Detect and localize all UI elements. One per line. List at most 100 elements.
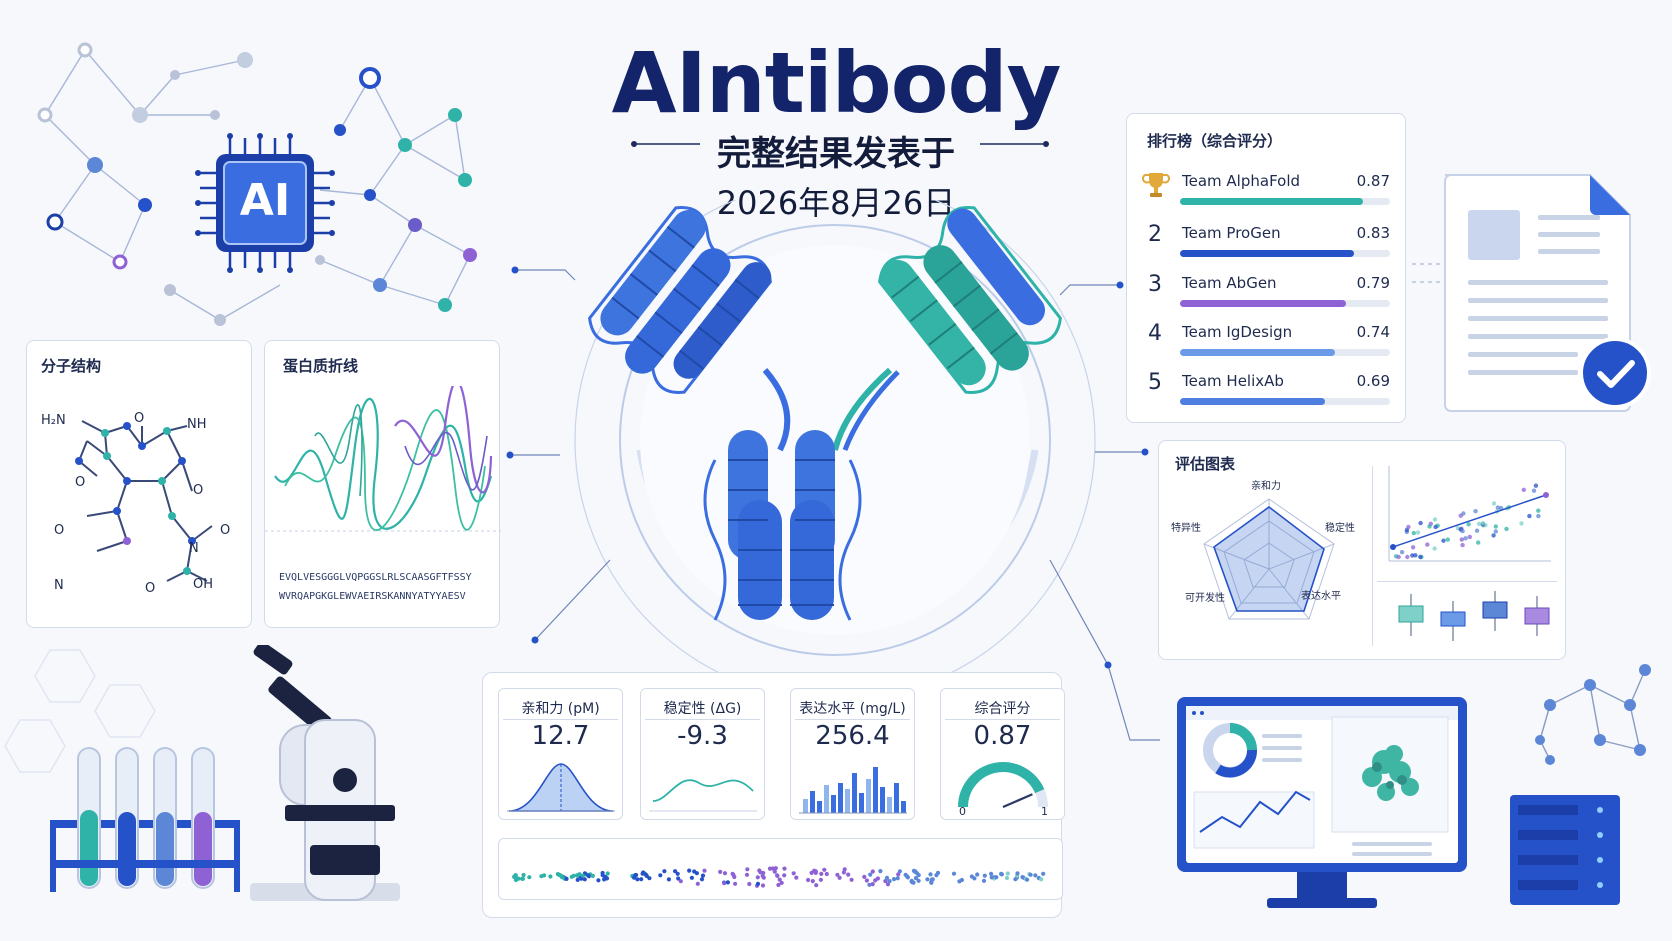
radar-axis-label: 表达水平	[1301, 591, 1341, 602]
protein-sequence-line: EVQLVESGGGLVQPGGSLRLSCAASGFTFSSY	[279, 572, 472, 583]
sample-dot	[868, 872, 873, 877]
sample-dot	[521, 872, 526, 878]
sample-dot	[760, 883, 766, 888]
atom-label: O	[220, 523, 231, 538]
scatter-point	[1396, 554, 1401, 560]
atom-label: N	[189, 541, 199, 556]
scatter-point	[1504, 526, 1509, 532]
sample-dot	[824, 871, 829, 877]
sample-dot	[822, 867, 827, 872]
sample-dot	[887, 879, 892, 884]
team-score: 0.79	[1356, 274, 1390, 292]
radar-axis-label: 稳定性	[1325, 523, 1355, 534]
sample-dot	[675, 871, 680, 876]
test-tube-rack-icon	[50, 747, 240, 892]
sample-dot	[718, 869, 723, 874]
sample-dot	[639, 877, 644, 882]
metric-separator	[645, 719, 760, 720]
leaderboard-row[interactable]: 5 Team HelixAb 0.69	[1140, 370, 1390, 416]
histogram-bar	[845, 789, 850, 813]
sample-dot	[925, 877, 930, 882]
sample-dot	[1041, 871, 1046, 876]
leaderboard-row[interactable]: Team AlphaFold 0.87	[1140, 170, 1390, 216]
monitor-dashboard-icon	[1177, 697, 1467, 908]
sample-dot	[794, 875, 799, 880]
team-name: Team AbGen	[1182, 274, 1277, 292]
sample-dot	[846, 872, 851, 877]
sample-dot	[1033, 873, 1038, 878]
metric-value: 12.7	[531, 721, 590, 751]
sample-dot	[761, 870, 766, 876]
scatter-point	[1521, 487, 1526, 492]
publish-date: 2026年8月26日	[716, 184, 956, 222]
sample-dot	[731, 872, 736, 878]
scatter-point	[1459, 537, 1464, 542]
atom-label: O	[145, 581, 156, 596]
scatter-point	[1474, 528, 1480, 533]
leaderboard-row[interactable]: 4 Team IgDesign 0.74	[1140, 321, 1390, 367]
sample-dot	[666, 877, 671, 882]
scatter-point	[1460, 528, 1465, 534]
scatter-point	[1413, 553, 1418, 558]
energy-curve-icon	[649, 779, 757, 812]
rank-number: 3	[1148, 272, 1162, 297]
ai-chip-label: AI	[239, 175, 291, 226]
scatter-point	[1425, 542, 1430, 547]
hexagon-pattern	[4, 649, 156, 773]
page-subtitle: 完整结果发表于	[717, 134, 955, 174]
sample-dot	[989, 871, 994, 876]
sample-dot	[647, 876, 652, 881]
scatter-point	[1473, 509, 1478, 514]
sample-dot	[777, 877, 782, 882]
microscope-icon	[250, 645, 400, 901]
leaderboard-row[interactable]: 2 Team ProGen 0.83	[1140, 222, 1390, 268]
sample-dot	[767, 866, 773, 871]
network-graph-left	[37, 42, 477, 326]
scatter-point	[1493, 524, 1498, 529]
molecule-structure-diagram	[75, 420, 213, 582]
scatter-point	[1418, 520, 1423, 526]
scatter-point	[1491, 501, 1497, 506]
team-name: Team HelixAb	[1182, 372, 1284, 390]
sample-dot	[673, 869, 678, 874]
sample-dot	[1039, 877, 1044, 882]
histogram-bar	[859, 793, 864, 813]
histogram-bar	[873, 767, 878, 813]
scatter-point	[1427, 524, 1432, 529]
sample-dot	[782, 873, 787, 878]
radar-axis-label: 特异性	[1171, 523, 1201, 534]
scatter-point	[1533, 483, 1539, 488]
protein-panel: 蛋白质折线 EVQLVESGGGLVQPGGSLRLSCAASGFTFSSY W…	[264, 340, 501, 628]
atom-label: OH	[193, 577, 214, 592]
leaderboard-row[interactable]: 3 Team AbGen 0.79	[1140, 272, 1390, 318]
team-score: 0.87	[1356, 172, 1390, 190]
sample-dot	[571, 873, 576, 878]
sample-dot	[678, 879, 683, 884]
team-name: Team ProGen	[1182, 224, 1281, 242]
sample-dot	[772, 869, 777, 874]
scatter-point	[1460, 542, 1465, 548]
sample-dot	[755, 881, 761, 886]
scatter-point	[1445, 537, 1450, 542]
bell-curve-icon	[507, 763, 615, 812]
score-bar-track	[1180, 398, 1390, 405]
chart-divider	[1372, 466, 1373, 646]
radar-axis-label: 可开发性	[1185, 593, 1225, 604]
scatter-point	[1519, 521, 1524, 526]
score-bar-track	[1180, 198, 1390, 205]
histogram-bar	[824, 785, 829, 813]
rank-number: 4	[1148, 321, 1162, 346]
antibody-illustration	[574, 200, 1096, 680]
sample-dot	[951, 871, 957, 876]
score-bar-track	[1180, 300, 1390, 307]
molecule-panel-title: 分子结构	[41, 357, 102, 375]
sample-dot	[878, 869, 883, 874]
sample-dot	[700, 873, 706, 878]
sample-dot	[929, 877, 935, 882]
sample-dot	[870, 882, 875, 887]
sample-dot	[722, 881, 727, 886]
histogram-bar	[894, 783, 899, 813]
protein-fold-trace	[265, 386, 501, 532]
chart-divider	[1377, 581, 1557, 582]
